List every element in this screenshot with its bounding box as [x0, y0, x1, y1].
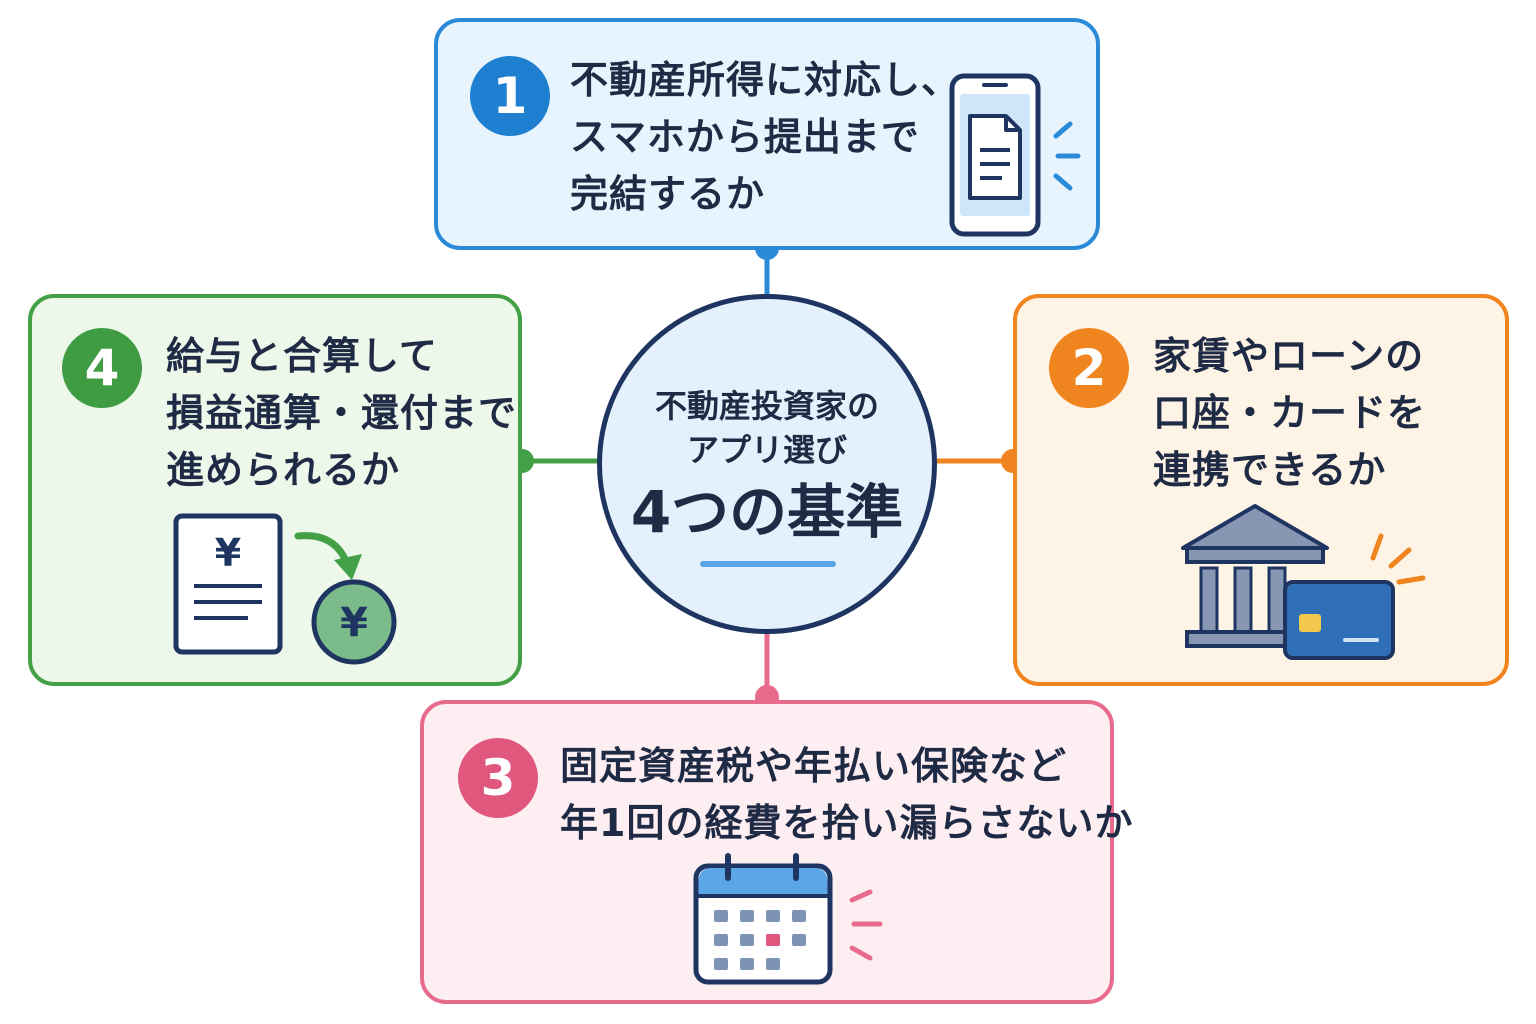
criterion-number-badge-2: 2: [1049, 328, 1129, 408]
smartphone-document-icon: [949, 73, 1081, 237]
criterion-card-2: 2 家賃やローンの 口座・カードを 連携できるか: [1013, 294, 1509, 686]
criterion-number-badge-3: 3: [458, 738, 538, 818]
criterion-number-badge-1: 1: [470, 56, 550, 136]
criterion-text-3: 固定資産税や年払い保険など 年1回の経費を拾い漏らさないか: [560, 738, 1133, 852]
criterion-4-line-3: 進められるか: [166, 448, 401, 492]
criterion-4-line-1: 給与と合算して: [166, 334, 438, 378]
criterion-text-1: 不動産所得に対応し、 スマホから提出まで 完結するか: [570, 52, 960, 223]
criterion-card-3: 3 固定資産税や年払い保険など 年1回の経費を拾い漏らさないか: [420, 700, 1132, 1004]
center-subtitle-line-2: アプリ選び: [686, 431, 847, 469]
criterion-number-badge-4: 4: [62, 328, 142, 408]
bank-card-icon: [1181, 504, 1426, 660]
criterion-text-2: 家賃やローンの 口座・カードを 連携できるか: [1153, 328, 1426, 499]
center-title-underline: [700, 561, 836, 567]
coin-yen-symbol: ¥: [340, 600, 368, 646]
criterion-2-line-3: 連携できるか: [1153, 448, 1387, 492]
criterion-4-line-2: 損益通算・還付まで: [166, 391, 518, 435]
criterion-3-line-2: 年1回の経費を拾い漏らさないか: [560, 801, 1134, 845]
center-subtitle-line-1: 不動産投資家の: [654, 387, 879, 425]
criterion-1-line-2: スマホから提出まで: [570, 115, 920, 159]
criterion-text-4: 給与と合算して 損益通算・還付まで 進められるか: [166, 328, 517, 499]
criterion-1-line-3: 完結するか: [570, 172, 766, 216]
center-hub: 不動産投資家の アプリ選び 4つの基準: [597, 294, 937, 634]
criterion-card-1: 1 不動産所得に対応し、 スマホから提出まで 完結するか: [434, 18, 1100, 250]
criterion-card-4: 4 給与と合算して 損益通算・還付まで 進められるか ¥ ¥: [28, 294, 522, 686]
criterion-2-line-1: 家賃やローンの: [1153, 334, 1425, 378]
calendar-icon: [693, 853, 883, 985]
criterion-3-line-1: 固定資産税や年払い保険など: [560, 744, 1068, 788]
criterion-2-line-2: 口座・カードを: [1153, 391, 1427, 435]
center-title: 4つの基準: [630, 478, 904, 546]
criterion-1-line-1: 不動産所得に対応し、: [570, 58, 961, 102]
yen-refund-icon: ¥ ¥: [173, 513, 397, 665]
receipt-yen-symbol: ¥: [215, 531, 241, 575]
